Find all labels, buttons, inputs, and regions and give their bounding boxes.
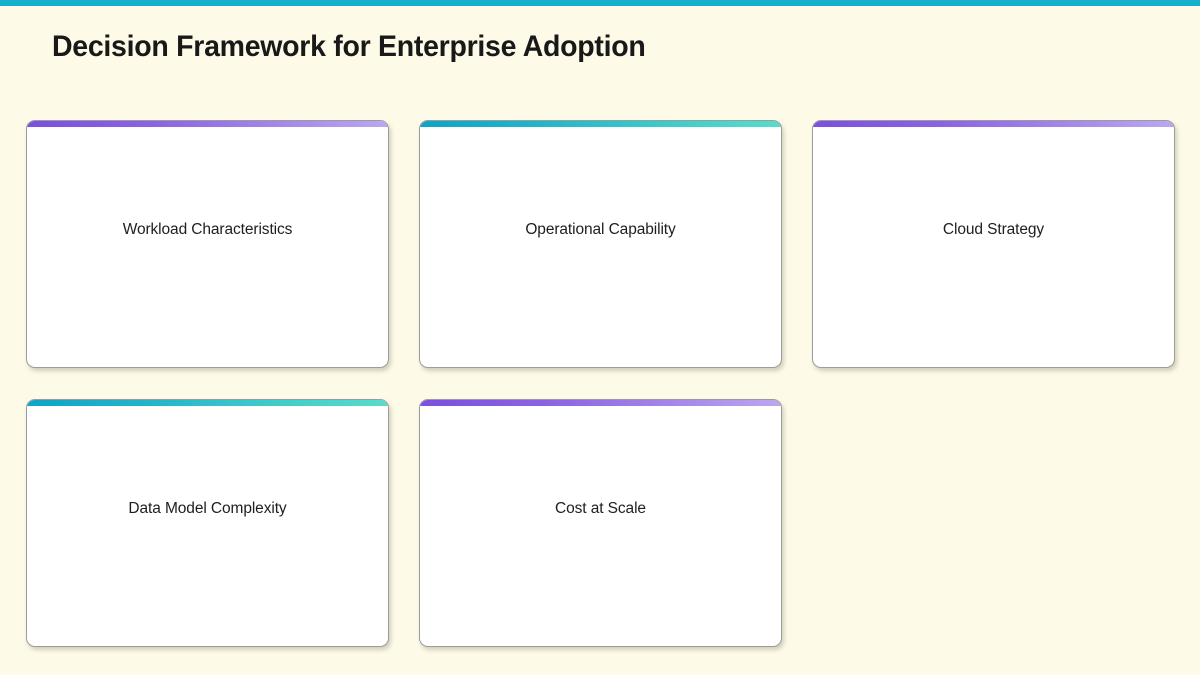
card-accent-bar — [420, 400, 781, 406]
card-title: Cost at Scale — [555, 500, 646, 517]
card-body — [813, 249, 1174, 367]
card-row-1: Workload Characteristics Operational Cap… — [26, 120, 1175, 368]
card-accent-bar — [27, 121, 388, 127]
card-accent-bar — [420, 121, 781, 127]
card-cost-at-scale[interactable]: Cost at Scale — [419, 399, 782, 647]
card-accent-bar — [27, 400, 388, 406]
card-row-2: Data Model Complexity Cost at Scale — [26, 399, 1174, 647]
card-cloud-strategy[interactable]: Cloud Strategy — [812, 120, 1175, 368]
card-title: Workload Characteristics — [122, 221, 293, 238]
card-body — [420, 528, 781, 646]
card-accent-bar — [813, 121, 1174, 127]
page-title: Decision Framework for Enterprise Adopti… — [52, 30, 646, 63]
card-workload-characteristics[interactable]: Workload Characteristics — [26, 120, 389, 368]
card-title: Data Model Complexity — [128, 500, 287, 517]
card-operational-capability[interactable]: Operational Capability — [419, 120, 782, 368]
card-grid: Workload Characteristics Operational Cap… — [26, 120, 1175, 647]
card-body — [27, 528, 388, 646]
card-body — [27, 249, 388, 367]
card-data-model-complexity[interactable]: Data Model Complexity — [26, 399, 389, 647]
card-body — [420, 249, 781, 367]
card-title: Operational Capability — [525, 221, 676, 238]
card-title: Cloud Strategy — [942, 221, 1045, 238]
top-accent-bar — [0, 0, 1200, 6]
